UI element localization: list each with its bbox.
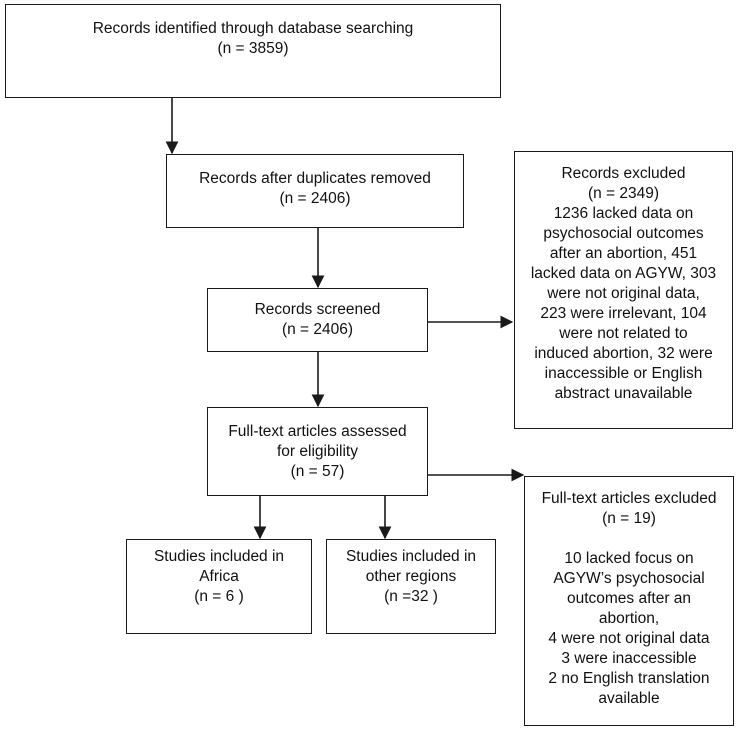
records-excluded-line: inaccessible or English xyxy=(544,365,703,382)
full-text-excluded-box: Full-text articles excluded (n = 19) 10 … xyxy=(524,476,734,726)
after-duplicates-count: (n = 2406) xyxy=(279,190,351,207)
studies-other-regions-box: Studies included in other regions (n =32… xyxy=(326,539,496,634)
fulltext-excluded-line: 4 were not original data xyxy=(548,630,710,647)
records-excluded-line: lacked data on AGYW, 303 xyxy=(530,265,717,282)
records-excluded-line: 223 were irrelevant, 104 xyxy=(540,305,707,322)
africa-count: (n = 6 ) xyxy=(194,588,244,605)
full-text-count: (n = 57) xyxy=(290,462,345,480)
records-excluded-title: Records excluded xyxy=(561,165,686,182)
africa-label-1: Studies included in xyxy=(153,548,285,565)
other-regions-label-1: Studies included in xyxy=(345,548,477,565)
fulltext-excluded-line: 2 no English translation xyxy=(548,670,710,687)
records-excluded-line: psychosocial outcomes xyxy=(543,225,704,242)
fulltext-excluded-line: outcomes after an xyxy=(566,590,692,607)
fulltext-excluded-line: 3 were inaccessible xyxy=(561,650,697,667)
records-excluded-line: were not original data, xyxy=(547,285,700,302)
after-duplicates-label: Records after duplicates removed xyxy=(199,170,431,187)
fulltext-excluded-line: available xyxy=(598,690,660,707)
other-regions-label-2: other regions xyxy=(365,568,457,585)
full-text-assessed-box: Full-text articles assessed for eligibil… xyxy=(207,407,428,496)
records-identified-count: (n = 3859) xyxy=(217,40,289,57)
records-excluded-box: Records excluded (n = 2349) 1236 lacked … xyxy=(514,151,733,429)
records-excluded-line: were not related to xyxy=(559,325,688,342)
records-identified-label: Records identified through database sear… xyxy=(92,20,414,37)
screened-count: (n = 2406) xyxy=(281,321,354,338)
records-excluded-line: 1236 lacked data on xyxy=(553,205,694,222)
records-excluded-line: induced abortion, 32 were xyxy=(534,345,713,362)
fulltext-excluded-title: Full-text articles excluded xyxy=(541,490,717,507)
records-screened-box: Records screened (n = 2406) xyxy=(207,288,428,352)
studies-africa-box: Studies included in Africa (n = 6 ) xyxy=(126,539,312,634)
records-excluded-line: after an abortion, 451 xyxy=(549,245,698,262)
fulltext-excluded-count: (n = 19) xyxy=(602,510,656,527)
records-excluded-count: (n = 2349) xyxy=(587,185,660,202)
full-text-label-1: Full-text articles assessed xyxy=(228,422,407,440)
screened-label: Records screened xyxy=(254,301,381,318)
fulltext-excluded-line: AGYW’s psychosocial xyxy=(553,570,705,587)
records-excluded-line: abstract unavailable xyxy=(554,385,693,402)
fulltext-excluded-line: 10 lacked focus on xyxy=(564,550,694,567)
records-identified-box: Records identified through database sear… xyxy=(5,4,501,98)
records-after-duplicates-box: Records after duplicates removed (n = 24… xyxy=(166,154,464,228)
full-text-label-2: for eligibility xyxy=(277,442,358,460)
other-regions-count: (n =32 ) xyxy=(384,588,438,605)
africa-label-2: Africa xyxy=(199,568,239,585)
fulltext-excluded-line: abortion, xyxy=(598,610,660,627)
